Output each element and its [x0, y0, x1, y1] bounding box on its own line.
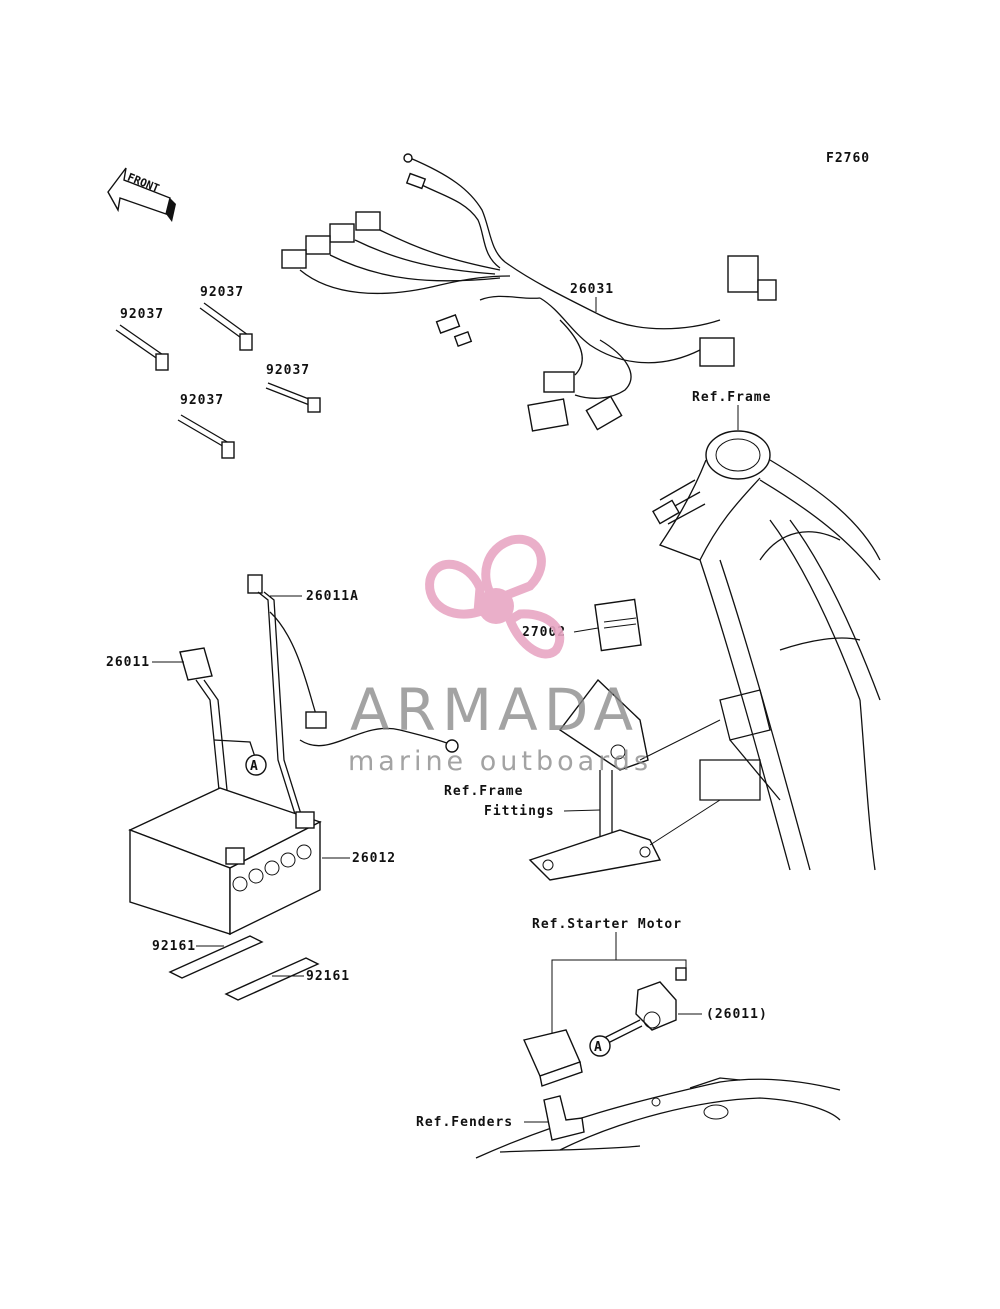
fenders — [475, 1077, 841, 1159]
ref-frame: Ref.Frame — [692, 390, 771, 405]
callout-cable-ref: (26011) — [706, 1007, 768, 1022]
band-2 — [199, 302, 253, 351]
marker-a-2: A — [594, 1040, 603, 1055]
front-arrow-icon: FRONT — [107, 167, 176, 222]
callout-band-2: 92037 — [200, 285, 244, 300]
watermark-tagline: marine outboards — [348, 746, 652, 777]
figure-code: F2760 — [826, 151, 870, 166]
propeller-logo-icon — [425, 534, 565, 659]
battery-pad-1 — [168, 935, 264, 979]
wiring-harness — [281, 153, 777, 432]
band-3 — [265, 382, 321, 413]
starter-cable-end — [599, 967, 687, 1047]
starter-relay-mounted — [523, 1029, 583, 1087]
frame — [652, 430, 881, 871]
battery-cable-negative — [247, 574, 459, 831]
callout-band-1: 92037 — [120, 307, 164, 322]
callout-battery: 26012 — [352, 851, 396, 866]
relay-bracket — [528, 678, 721, 881]
callout-band-4: 92037 — [180, 393, 224, 408]
starter-relay — [594, 598, 642, 652]
marker-a-1: A — [250, 759, 259, 774]
ref-frame-fittings-2: Fittings — [484, 804, 555, 819]
callout-pad-2: 92161 — [306, 969, 350, 984]
watermark-brand: ARMADA — [350, 676, 639, 744]
callout-pad-1: 92161 — [152, 939, 196, 954]
battery — [128, 787, 322, 936]
watermark: ARMADA marine outboards — [348, 534, 652, 777]
band-4 — [177, 414, 235, 459]
callout-band-3: 92037 — [266, 363, 310, 378]
battery-pad-2 — [224, 957, 320, 1001]
callout-harness: 26031 — [570, 282, 614, 297]
callout-cable-a: 26011A — [306, 589, 359, 604]
ref-fenders: Ref.Fenders — [416, 1115, 513, 1130]
band-1 — [115, 324, 169, 371]
callout-cable: 26011 — [106, 655, 150, 670]
ref-starter-motor: Ref.Starter Motor — [532, 917, 682, 932]
ref-frame-fittings-1: Ref.Frame — [444, 784, 523, 799]
